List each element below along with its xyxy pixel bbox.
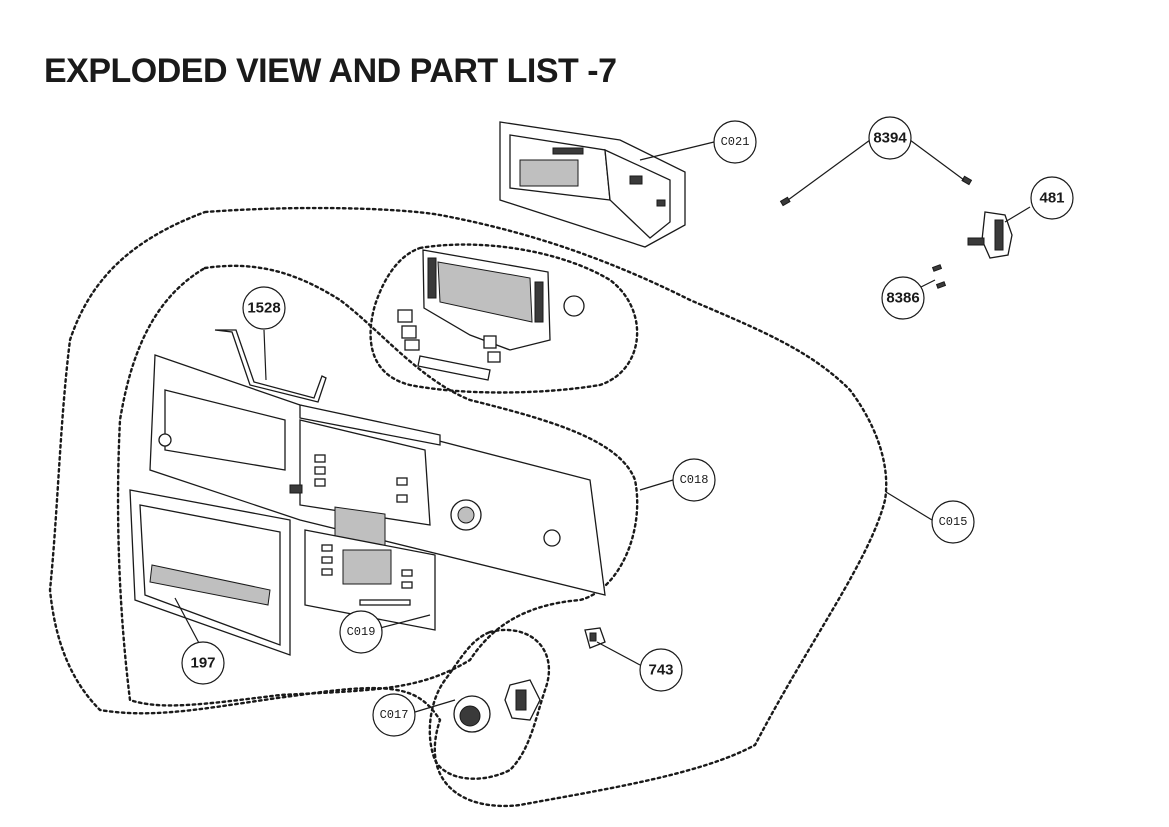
svg-text:481: 481 xyxy=(1039,190,1064,207)
control-panel-part xyxy=(149,354,606,596)
screw-8394-right xyxy=(961,175,973,186)
callout-c019: C019 xyxy=(339,610,383,654)
leader-481 xyxy=(1004,206,1031,223)
svg-text:8386: 8386 xyxy=(886,290,919,307)
group-outline-display xyxy=(369,243,639,394)
knob-part xyxy=(453,679,541,733)
leader-c019 xyxy=(379,614,431,629)
svg-text:197: 197 xyxy=(190,655,215,672)
leader-197 xyxy=(174,597,201,646)
group-outline-c017 xyxy=(428,628,551,780)
svg-text:C015: C015 xyxy=(939,515,968,529)
callout-8394: 8394 xyxy=(868,116,912,160)
callout-197: 197 xyxy=(181,641,225,685)
callout-c018: C018 xyxy=(672,458,716,502)
pcb-housing-part xyxy=(499,121,686,248)
page-title: EXPLODED VIEW AND PART LIST -7 xyxy=(44,52,617,90)
decor-sheet-part xyxy=(304,529,436,631)
callout-c021: C021 xyxy=(713,120,757,164)
leader-c015 xyxy=(885,491,933,521)
leader-c017 xyxy=(414,699,456,713)
callout-c017: C017 xyxy=(372,693,416,737)
leader-c018 xyxy=(639,479,674,491)
group-outline-c015 xyxy=(48,206,888,808)
svg-text:C021: C021 xyxy=(721,135,750,149)
leader-743 xyxy=(596,641,641,666)
leader-8394-right xyxy=(909,139,965,181)
leader-c021 xyxy=(639,141,715,161)
callout-743: 743 xyxy=(639,648,683,692)
group-outline-c018 xyxy=(116,264,639,707)
callout-1528: 1528 xyxy=(242,286,286,330)
leader-1528 xyxy=(263,329,267,381)
leader-8394-left xyxy=(787,139,871,201)
svg-text:743: 743 xyxy=(648,662,673,679)
callout-8386: 8386 xyxy=(881,276,925,320)
rod-1528-part xyxy=(214,329,327,403)
display-window-part xyxy=(397,249,585,381)
svg-text:8394: 8394 xyxy=(873,130,907,147)
screws-8386 xyxy=(931,264,947,289)
callout-c015: C015 xyxy=(931,500,975,544)
svg-text:C017: C017 xyxy=(380,708,409,722)
callout-481: 481 xyxy=(1030,176,1074,220)
screw-8394-left xyxy=(779,196,791,207)
drawer-handle-part xyxy=(129,489,291,656)
svg-text:C019: C019 xyxy=(347,625,376,639)
switch-481-part xyxy=(967,211,1013,259)
svg-text:1528: 1528 xyxy=(247,300,280,317)
svg-text:C018: C018 xyxy=(680,473,709,487)
